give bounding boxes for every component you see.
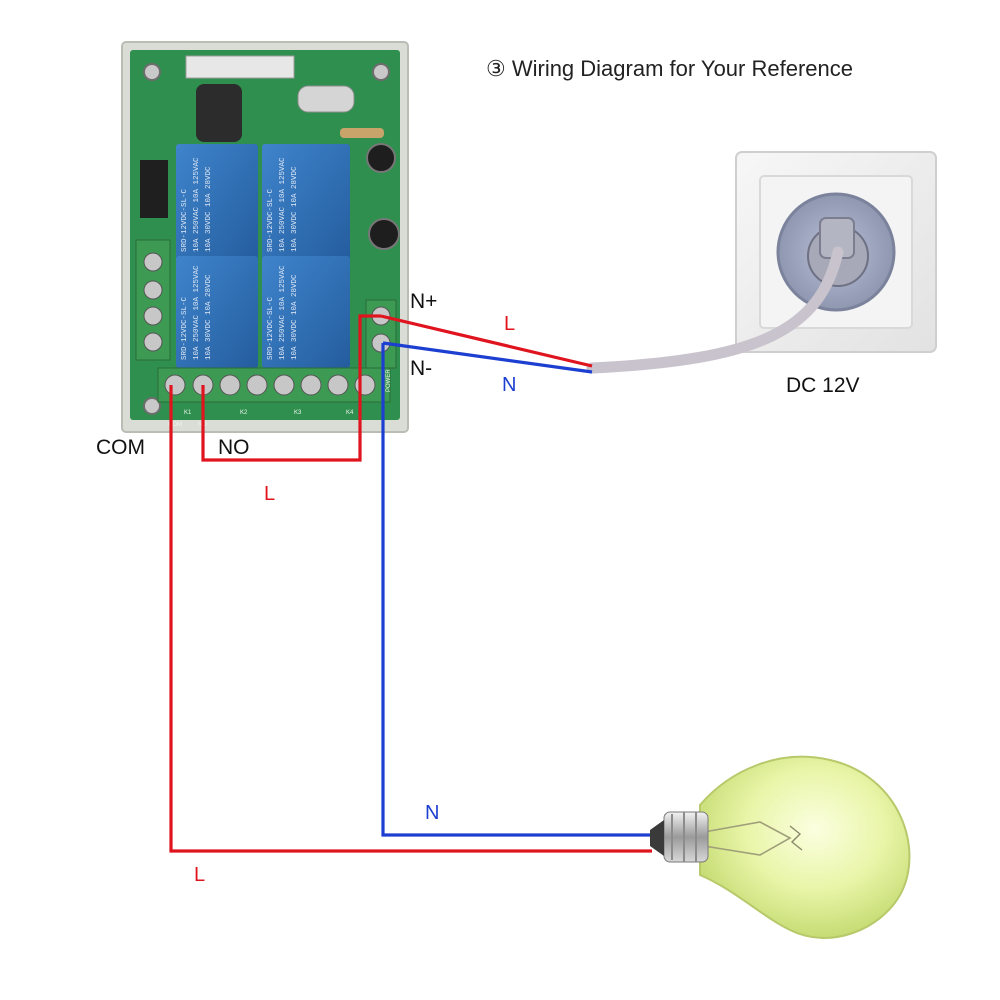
wall-socket: [735, 151, 937, 353]
bulb-filament: [703, 821, 792, 856]
diagram-title: ③ Wiring Diagram for Your Reference: [486, 56, 853, 81]
relay-rating-text: 10A 250VAC 10A 125VAC: [279, 265, 287, 360]
resistor: [340, 128, 384, 138]
silk-k2: K2: [240, 410, 248, 416]
screw-hole-icon: [143, 63, 161, 81]
silk-com: COM: [168, 422, 182, 428]
terminal-label-n-minus: N-: [410, 357, 432, 380]
silk-k4: K4: [346, 410, 354, 416]
neutral-wire-lamp: [381, 343, 652, 837]
relay-rating-text: 10A 30VDC 10A 28VDC: [291, 274, 299, 360]
wire-label-live-input: L: [504, 313, 515, 335]
power-cable: [586, 246, 844, 374]
crystal: [297, 85, 355, 113]
live-wire-lamp: [169, 385, 652, 853]
relay-rating-text: 10A 30VDC 10A 28VDC: [205, 166, 213, 252]
silk-power: POWER: [386, 369, 392, 392]
power-terminal-block: [365, 299, 397, 369]
relay-k4: SRD-12VDC-SL-C 10A 250VAC 10A 125VAC 10A…: [262, 256, 350, 368]
bulb-filament-coil: [789, 825, 803, 851]
live-wire-bridge: [201, 314, 381, 462]
light-bulb: [650, 755, 911, 939]
relay-k2: SRD-12VDC-SL-C 10A 250VAC 10A 125VAC 10A…: [262, 144, 350, 262]
relay-model-text: SRD-12VDC-SL-C: [181, 188, 189, 252]
relay-rating-text: 10A 30VDC 10A 28VDC: [291, 166, 299, 252]
terminal-com-k1: [164, 374, 186, 396]
relay-rating-text: 10A 250VAC 10A 125VAC: [193, 265, 201, 360]
wire-label-neutral-lamp: N: [425, 802, 439, 824]
relay-model-text: SRD-12VDC-SL-C: [267, 188, 275, 252]
silk-k1: K1: [184, 410, 192, 416]
wire-label-live-lamp: L: [194, 864, 205, 886]
relay-model-text: SRD-12VDC-SL-C: [267, 296, 275, 360]
relay-rating-text: 10A 30VDC 10A 28VDC: [205, 274, 213, 360]
antenna-coil: [196, 84, 242, 142]
live-wire-input: [380, 314, 593, 368]
decoder-chip: [140, 160, 168, 218]
relay-board: SRD-12VDC-SL-C 10A 250VAC 10A 125VAC 10A…: [121, 41, 409, 433]
terminal-label-com: COM: [96, 436, 145, 459]
capacitor: [366, 143, 396, 173]
rf-module: [185, 55, 295, 79]
wire-label-neutral-input: N: [502, 374, 516, 396]
relay-model-text: SRD-12VDC-SL-C: [181, 296, 189, 360]
neutral-wire-input: [382, 341, 593, 374]
power-supply-label: DC 12V: [786, 374, 860, 397]
screw-hole-icon: [143, 397, 161, 415]
bulb-contact: [650, 820, 664, 856]
bulb-base: [663, 811, 709, 863]
terminal-label-no: NO: [218, 436, 250, 459]
capacitor: [368, 218, 400, 250]
wire-label-live-bridge: L: [264, 483, 275, 505]
bulb-glass: [699, 755, 911, 939]
output-terminal-block: [157, 367, 391, 403]
relay-rating-text: 10A 250VAC 10A 125VAC: [279, 157, 287, 252]
screw-hole-icon: [372, 63, 390, 81]
terminal-label-n-plus: N+: [410, 290, 437, 313]
left-terminal-block: [135, 239, 171, 361]
silk-k3: K3: [294, 410, 302, 416]
relay-rating-text: 10A 250VAC 10A 125VAC: [193, 157, 201, 252]
relay-k3: SRD-12VDC-SL-C 10A 250VAC 10A 125VAC 10A…: [176, 256, 258, 368]
relay-k1: SRD-12VDC-SL-C 10A 250VAC 10A 125VAC 10A…: [176, 144, 258, 262]
